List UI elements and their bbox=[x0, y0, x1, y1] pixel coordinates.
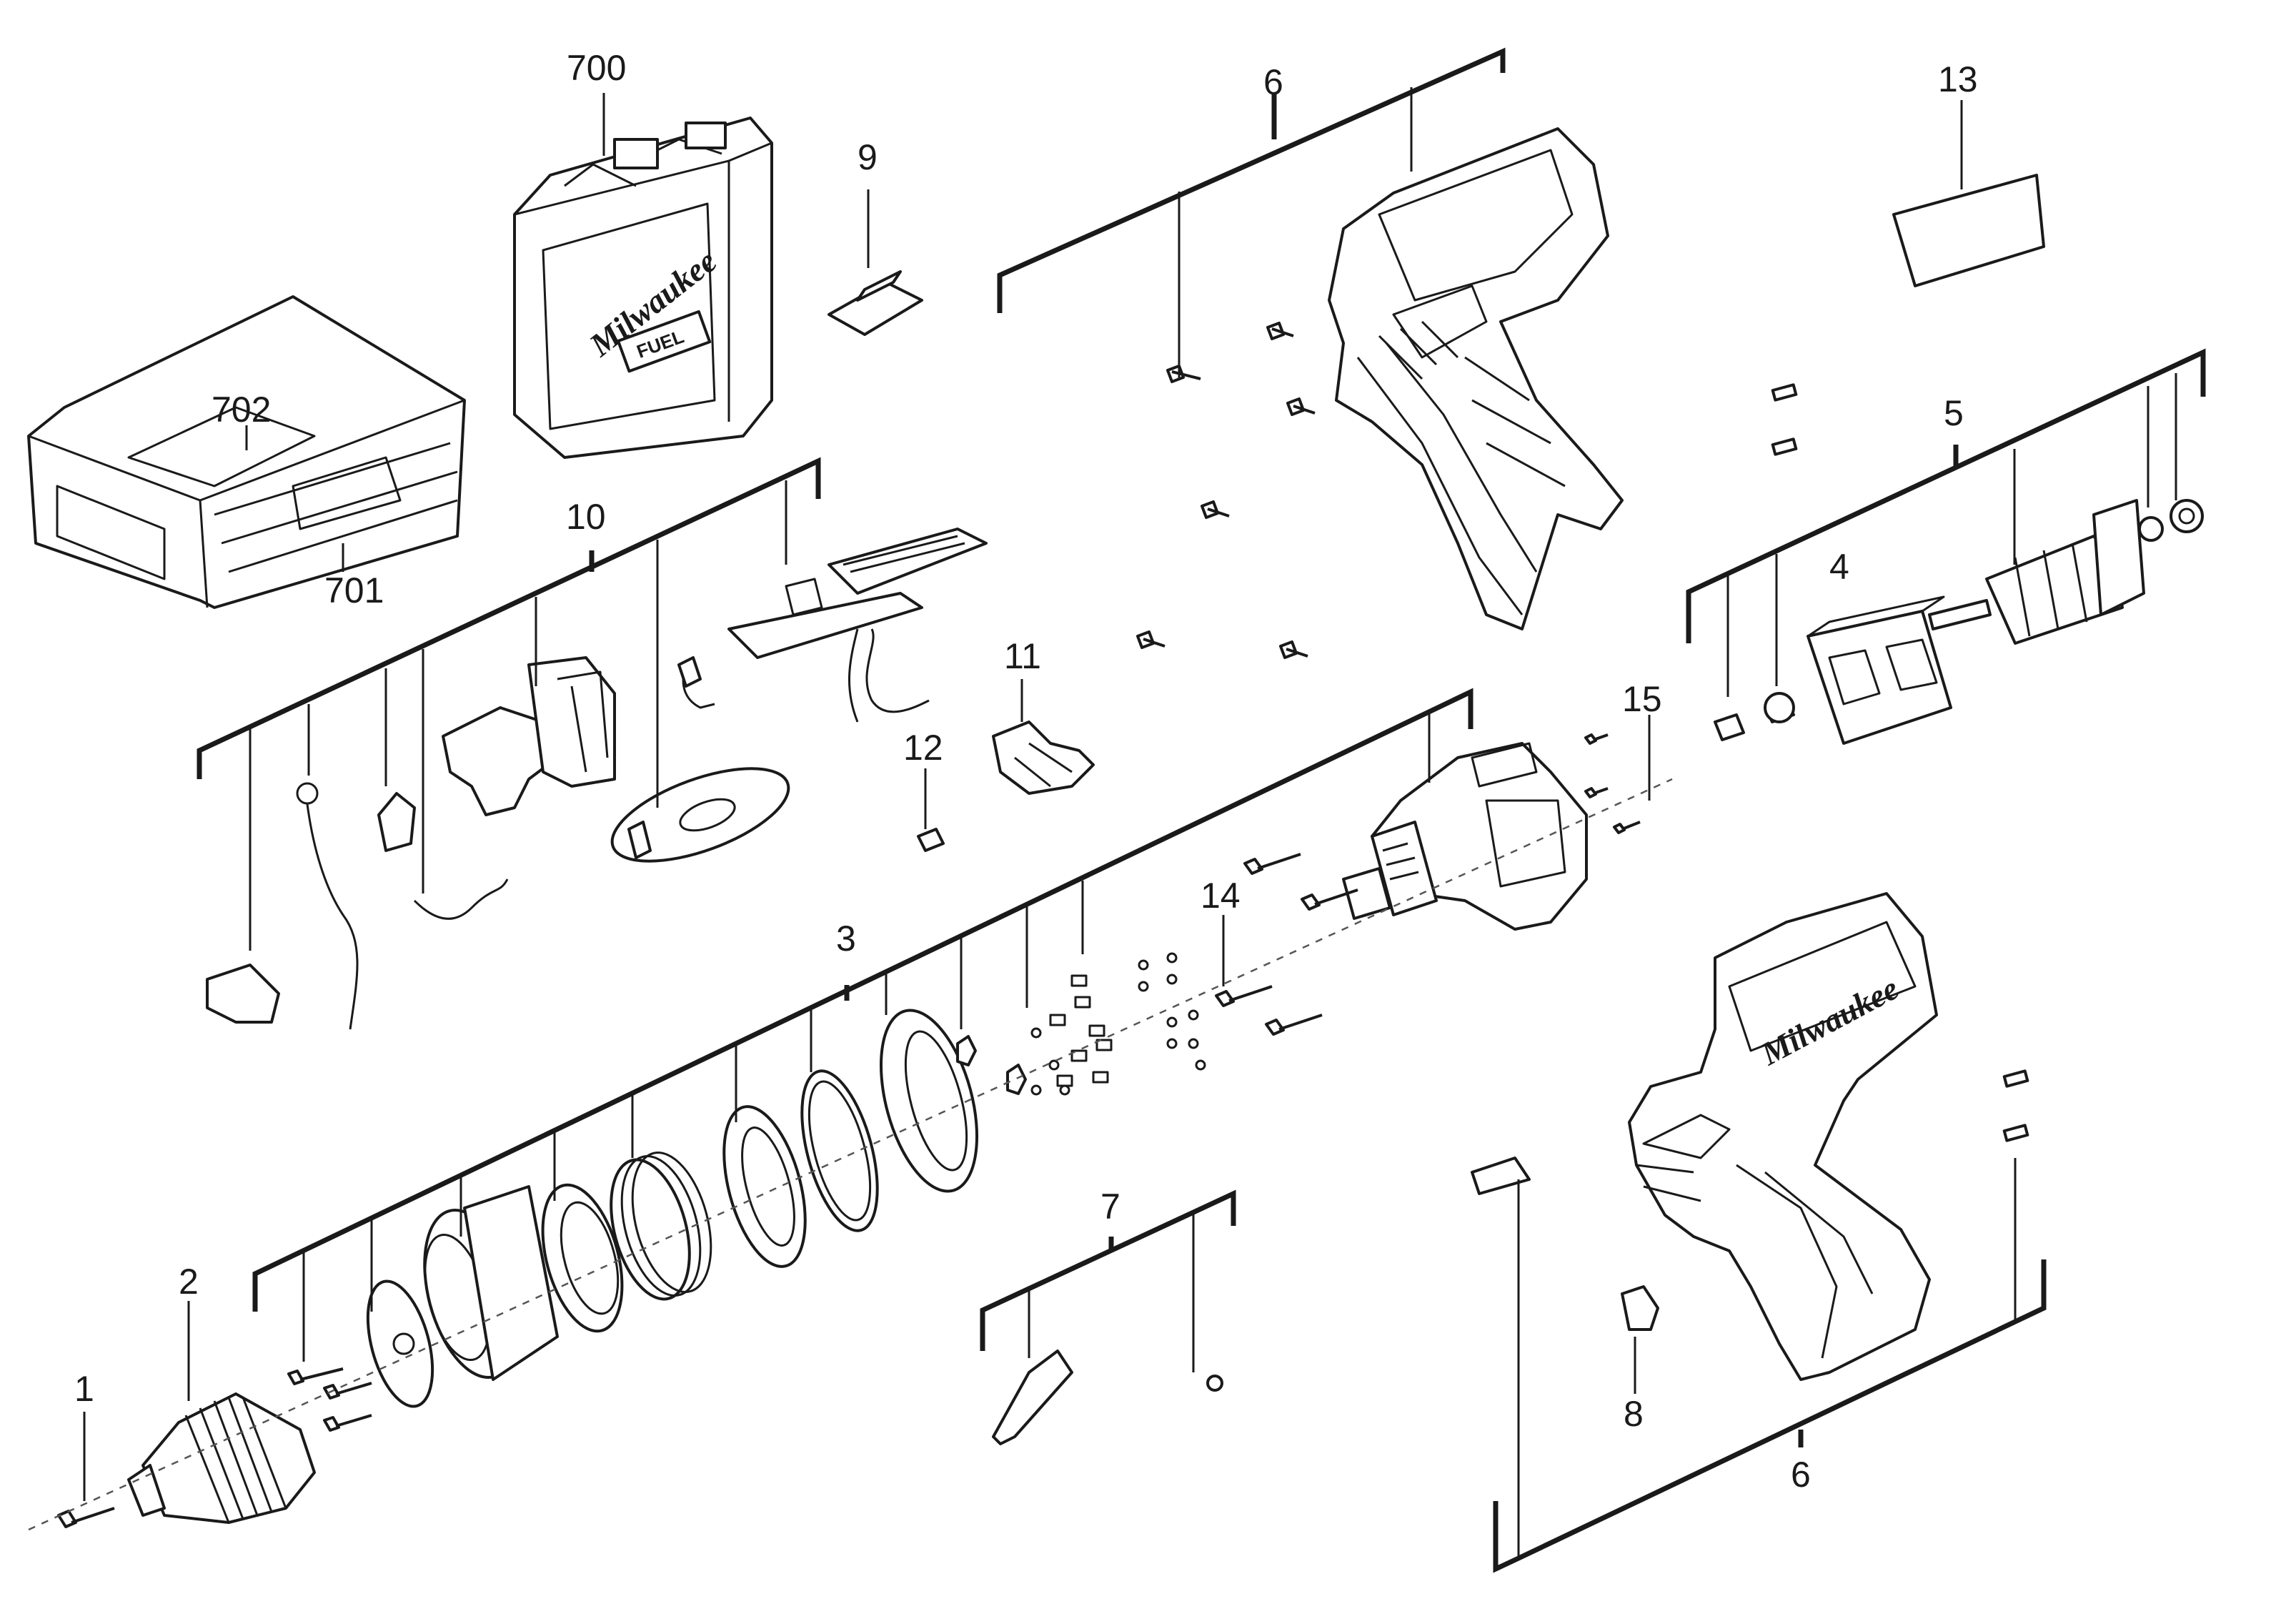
gearbox-assembly bbox=[1342, 742, 1588, 931]
case-insert-701 bbox=[27, 295, 466, 609]
bracket-5 bbox=[1686, 348, 2206, 697]
bracket-7 bbox=[980, 1189, 1236, 1372]
screws-housing bbox=[1136, 322, 1316, 659]
housing-half-right: Milwaukee bbox=[1628, 892, 1938, 1381]
screws-gearbox bbox=[1215, 733, 1641, 1036]
callout-9: 9 bbox=[858, 137, 878, 177]
part-12-spring bbox=[917, 828, 945, 852]
planetary-pins bbox=[1030, 952, 1206, 1096]
electronics-10 bbox=[206, 528, 988, 1030]
callout-5: 5 bbox=[1944, 393, 1964, 433]
part-11-shuttle bbox=[992, 721, 1095, 795]
stator-4 bbox=[1714, 595, 1952, 745]
housing-half-left bbox=[1328, 127, 1624, 630]
callout-702: 702 bbox=[212, 390, 271, 430]
callout-14: 14 bbox=[1201, 876, 1241, 916]
callout-15: 15 bbox=[1622, 679, 1662, 719]
chuck-screws bbox=[287, 1367, 372, 1432]
carry-case-700: Milwaukee FUEL bbox=[513, 117, 773, 459]
bracket-6-top bbox=[997, 47, 1506, 379]
pins-small bbox=[1771, 383, 2029, 1142]
armature-5 bbox=[1928, 499, 2204, 645]
callout-701: 701 bbox=[324, 570, 384, 610]
callout-3: 3 bbox=[836, 919, 856, 959]
part-13-label bbox=[1892, 174, 2045, 287]
bracket-6-bottom bbox=[1493, 1158, 2047, 1573]
callout-700: 700 bbox=[567, 48, 626, 88]
callout-12: 12 bbox=[903, 728, 943, 768]
callout-labels: 700 702 701 9 6 13 5 4 10 11 12 15 14 3 … bbox=[74, 48, 1978, 1495]
callout-13: 13 bbox=[1938, 59, 1978, 99]
callout-10: 10 bbox=[566, 497, 606, 537]
part-8-badge bbox=[1471, 1157, 1659, 1331]
callout-11: 11 bbox=[1004, 636, 1041, 676]
clutch-rings bbox=[366, 1009, 1027, 1408]
callout-1: 1 bbox=[74, 1369, 94, 1409]
callout-2: 2 bbox=[179, 1262, 199, 1302]
callout-6-bottom: 6 bbox=[1791, 1455, 1811, 1495]
callout-8: 8 bbox=[1624, 1394, 1644, 1434]
callout-4: 4 bbox=[1829, 547, 1849, 587]
callout-7: 7 bbox=[1100, 1187, 1120, 1227]
chuck-2 bbox=[127, 1392, 316, 1524]
part-9-switch-cap bbox=[828, 270, 923, 336]
callout-6-top: 6 bbox=[1263, 62, 1283, 102]
chuck-screw-1 bbox=[57, 1507, 115, 1528]
leader-lines bbox=[83, 93, 1963, 1501]
bracket-10 bbox=[197, 457, 821, 951]
part-7-belt-clip bbox=[992, 1350, 1223, 1445]
bracket-3 bbox=[252, 688, 1473, 1362]
assembly-axis bbox=[28, 778, 1673, 1531]
